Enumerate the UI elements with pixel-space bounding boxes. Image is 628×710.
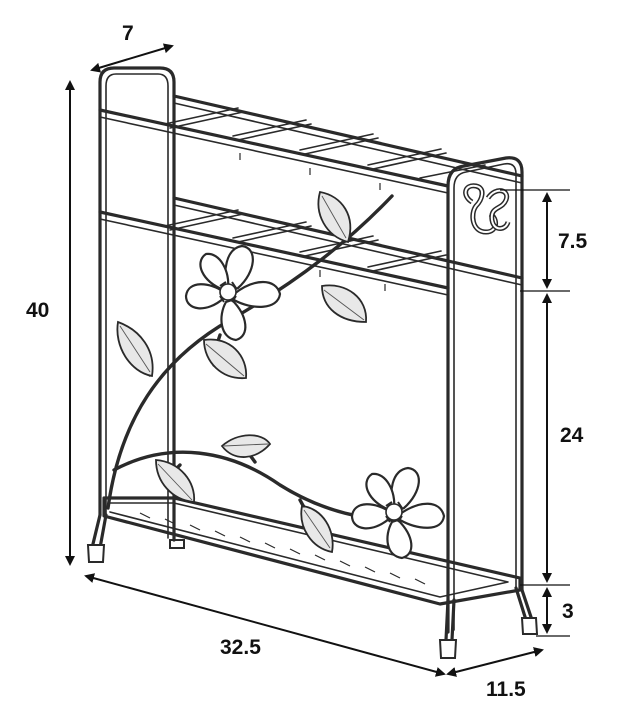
flower-icon-lower [350, 466, 446, 560]
width-dimline [84, 573, 446, 677]
width-label: 32.5 [220, 636, 261, 659]
depth-top-dimline [90, 43, 174, 73]
height-total-label: 40 [26, 299, 50, 322]
leg-height-label: 3 [562, 600, 574, 623]
depth-base-dimline [446, 647, 544, 677]
depth-top-label: 7 [122, 22, 134, 45]
leaf-icon [116, 190, 367, 554]
dimension-lines [65, 43, 570, 677]
left-side-frame [86, 66, 176, 563]
s-hook-icon [463, 183, 511, 235]
top-rail-grid [98, 94, 524, 194]
flower-icon [184, 244, 282, 342]
lower-section-label: 24 [560, 424, 584, 447]
depth-base-label: 11.5 [486, 678, 526, 701]
upper-gap-label: 7.5 [558, 230, 588, 253]
